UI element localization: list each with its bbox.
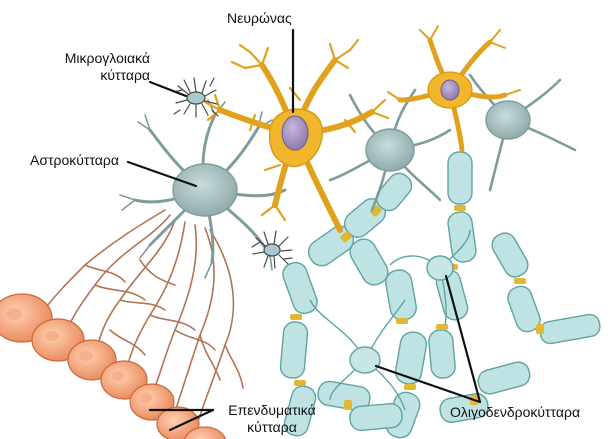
label-microglia-line2: κύτταρα	[40, 67, 150, 84]
ependymal-cells	[0, 294, 226, 439]
label-astrocytes: Αστροκύτταρα	[30, 152, 119, 169]
label-ependymal-line2: κύτταρα	[216, 419, 328, 436]
label-microglia-line1: Μικρογλοιακά	[40, 50, 150, 67]
neuron-cell	[205, 26, 520, 230]
label-oligodendrocytes: Ολιγοδενδροκύτταρα	[450, 404, 580, 421]
label-microglia: Μικρογλοιακά κύτταρα	[40, 50, 150, 84]
label-ependymal-line1: Επενδυματικά	[216, 402, 328, 419]
leader-line-oligodendrocytes-1	[376, 366, 480, 402]
label-neuron: Νευρώνας	[227, 10, 292, 27]
label-ependymal: Επενδυματικά κύτταρα	[216, 402, 328, 436]
leader-line-microglia	[150, 82, 186, 96]
myelin-sheaths	[280, 152, 602, 439]
